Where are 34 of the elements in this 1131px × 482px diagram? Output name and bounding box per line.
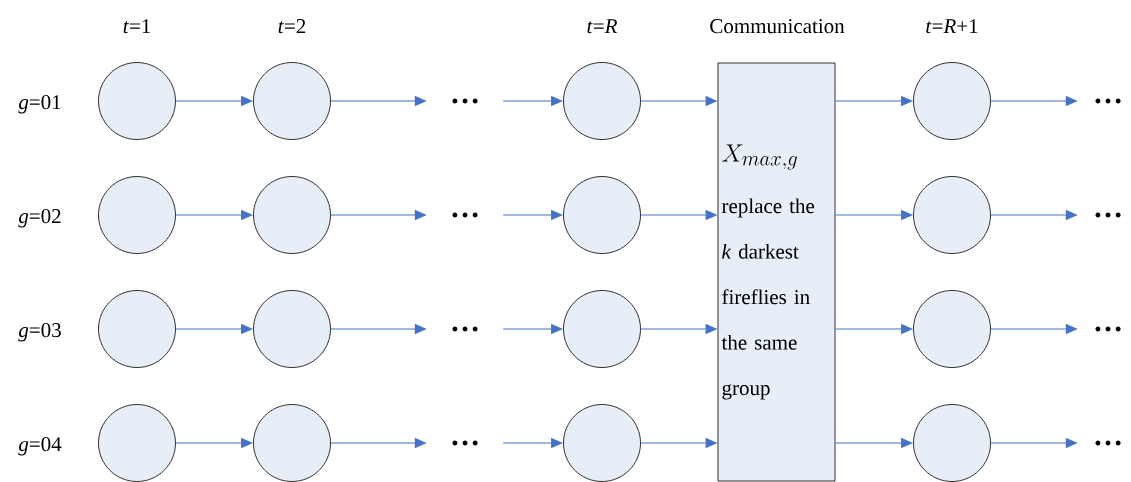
state-circle	[913, 404, 991, 482]
time-label: t=1	[123, 19, 151, 34]
group-label: g=02	[18, 209, 61, 228]
state-circle	[913, 176, 991, 254]
time-label: t=R+1	[926, 19, 978, 34]
state-circle	[563, 176, 641, 254]
ellipsis: …	[452, 326, 478, 332]
state-circle	[563, 290, 641, 368]
time-label: t=2	[278, 19, 306, 34]
state-circle	[253, 176, 331, 254]
state-circle	[253, 404, 331, 482]
communication-box: $X_{max,g}$ replace the k darkest fireflies in the same group	[717, 62, 836, 482]
state-circle	[563, 404, 641, 482]
state-circle	[98, 404, 176, 482]
state-circle	[913, 62, 991, 140]
state-circle	[563, 62, 641, 140]
state-circle	[913, 290, 991, 368]
group-label: g=01	[18, 95, 61, 114]
state-circle	[98, 290, 176, 368]
ellipsis: …	[452, 98, 478, 104]
ellipsis: …	[1095, 212, 1121, 218]
ellipsis: …	[1095, 98, 1121, 104]
group-label: g=04	[18, 437, 62, 456]
state-circle	[253, 62, 331, 140]
ellipsis: …	[452, 212, 478, 218]
state-circle	[253, 290, 331, 368]
box-heading: Communication	[710, 19, 845, 34]
state-circle	[98, 62, 176, 140]
time-label: t=R	[587, 19, 618, 34]
ellipsis: …	[452, 440, 478, 446]
ellipsis: …	[1095, 326, 1121, 332]
state-circle	[98, 176, 176, 254]
group-label: g=03	[18, 323, 61, 342]
ellipsis: …	[1095, 440, 1121, 446]
